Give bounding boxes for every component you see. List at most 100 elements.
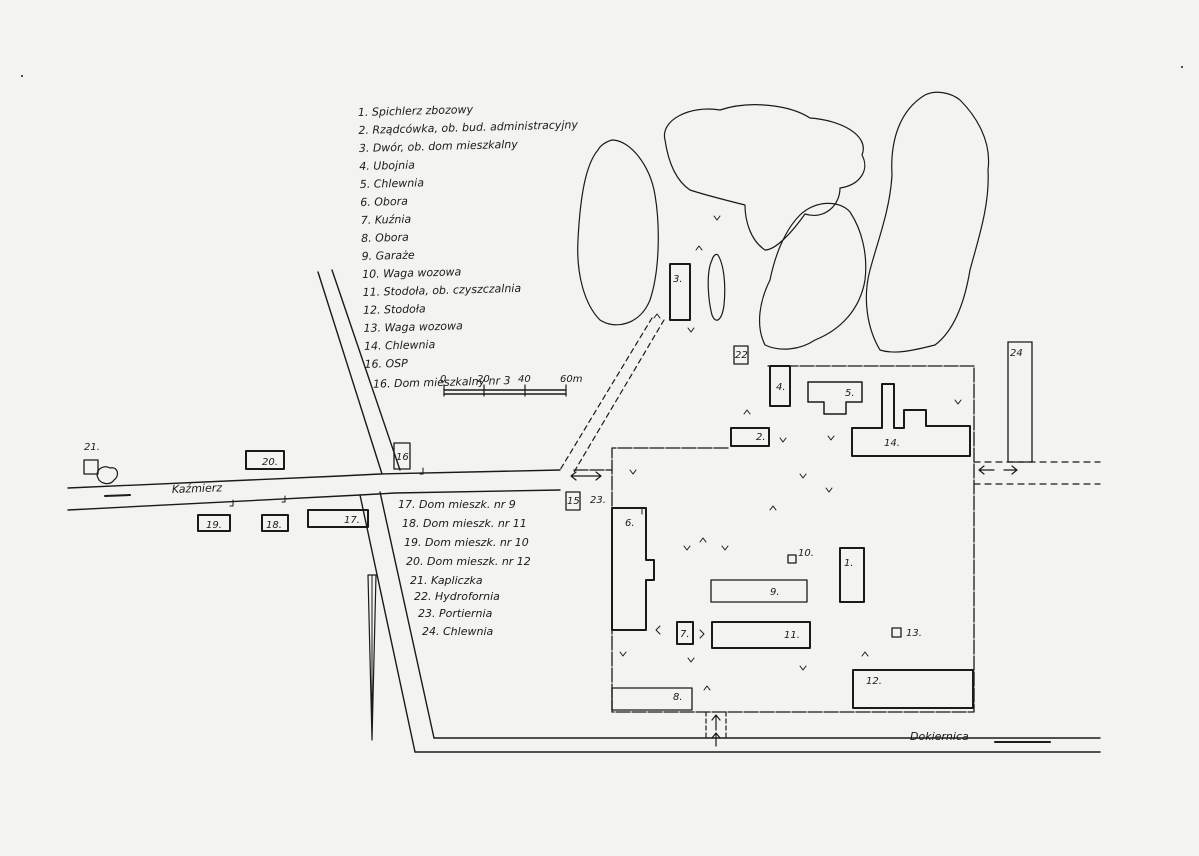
label-5: 5. [845,388,855,399]
building-11 [711,621,811,649]
building-6 [611,507,655,631]
legend-item: 1. Spichlerz zbozowy [358,103,474,119]
legend-item: 13. Waga wozowa [363,319,463,335]
roads [67,269,1101,753]
tree-cluster [707,253,726,321]
label-16: 16. [396,452,412,463]
building-7 [676,621,694,645]
building-8 [611,687,693,711]
legend-item: 10. Waga wozowa [362,265,462,281]
legend-lower: 17. Dom mieszk. nr 9 18. Dom mieszk. nr … [398,498,531,638]
buildings [83,263,1033,711]
building-12 [852,669,974,709]
building-2 [730,427,770,447]
legend-upper: 1. Spichlerz zbozowy 2. Rządcówka, ob. b… [358,103,579,391]
legend-item: 3. Dwór, ob. dom mieszkalny [359,138,519,155]
arrow-up-icon [711,714,721,731]
label-23: 23. [590,495,606,506]
legend-item: 19. Dom mieszk. nr 10 [404,536,529,549]
building-13 [891,627,902,638]
legend-item: 7. Kuźnia [361,213,412,227]
legend-item: 20. Dom mieszk. nr 12 [406,555,531,568]
label-20: 20. [262,457,278,468]
building-21 [83,459,99,475]
scale-tick-60m: 60m [560,374,583,385]
estate-fence [573,365,975,713]
legend-item: 11. Stodoła, ob. czyszczalnia [362,282,521,299]
dot-mark [1181,66,1183,68]
legend-item: 16. Dom mieszkalny nr 3 [373,374,511,391]
label-18: 18. [266,520,282,531]
legend-item: 2. Rządcówka, ob. bud. administracyjny [358,118,578,137]
arrow-left-icon [570,471,587,481]
building-16 [393,442,411,470]
building-3 [669,263,691,321]
dot-mark [21,75,23,77]
road-label-kazmierz: Kaźmierz [172,481,223,496]
label-13: 13. [906,628,922,639]
legend-item: 17. Dom mieszk. nr 9 [398,498,516,511]
label-22: 22 [735,350,748,361]
label-10: 10. [798,548,814,559]
scale-tick-0: 0 [440,374,446,385]
label-17: 17. [344,515,360,526]
tree-marks [229,215,962,691]
label-24: 24 [1010,348,1023,359]
legend-item: 5. Chlewnia [360,176,425,191]
label-19: 19. [206,520,222,531]
building-22 [733,345,749,365]
legend-item: 18. Dom mieszk. nr 11 [402,517,527,530]
tree-cluster [663,104,866,251]
building-5 [807,381,863,415]
legend-item: 8. Obora [361,231,409,245]
building-24 [1007,341,1033,463]
building-10 [787,554,797,564]
label-1: 1. [844,558,854,569]
arrow-right-icon [585,471,602,481]
label-2: 2. [756,432,766,443]
building-20 [245,450,285,470]
label-7: 7. [680,629,690,640]
label-9: 9. [770,587,780,598]
label-8: 8. [673,692,683,703]
label-11: 11. [784,630,800,641]
building-19 [197,514,231,532]
label-6: 6. [625,518,635,529]
road-label-dokiernica: Dokiernica [910,730,969,743]
legend-item: 24. Chlewnia [422,625,494,638]
shrub-icon [96,466,119,485]
building-18 [261,514,289,532]
scale-tick-20: 20 [477,374,490,385]
legend-item: 6. Obora [360,195,408,209]
label-21: 21. [84,442,100,453]
tree-clusters [577,91,990,353]
legend-item: 9. Garaże [362,249,416,263]
legend-item: 22. Hydrofornia [414,590,500,603]
legend-item: 4. Ubojnia [359,159,415,173]
building-9 [710,579,808,603]
tree-cluster [577,139,659,326]
legend-item: 16. OSP [364,357,408,371]
legend-item: 12. Stodoła [363,302,426,317]
building-15 [565,491,581,511]
building-4 [769,365,791,407]
legend-item: 21. Kapliczka [410,574,483,587]
building-1 [839,547,865,603]
label-4: 4. [776,382,786,393]
label-12: 12. [866,676,882,687]
legend-item: 23. Portiernia [418,607,493,620]
label-3: 3. [673,274,683,285]
legend-item: 14. Chlewnia [364,338,436,353]
building-labels: 1. 2. 3. 4. 5. 6. 7. 8. 9. 10. 11. 12. 1… [84,274,1023,703]
entrance-arrows [570,465,1018,747]
scale-tick-40: 40 [518,374,531,385]
arrow-right-icon [1003,465,1018,475]
building-17 [307,509,369,528]
label-15: 15 [567,496,580,507]
arrow-up-icon [711,732,721,747]
building-14 [851,383,971,457]
tree-cluster [759,202,867,350]
scale-bar: 0 20 40 60m [440,374,583,397]
